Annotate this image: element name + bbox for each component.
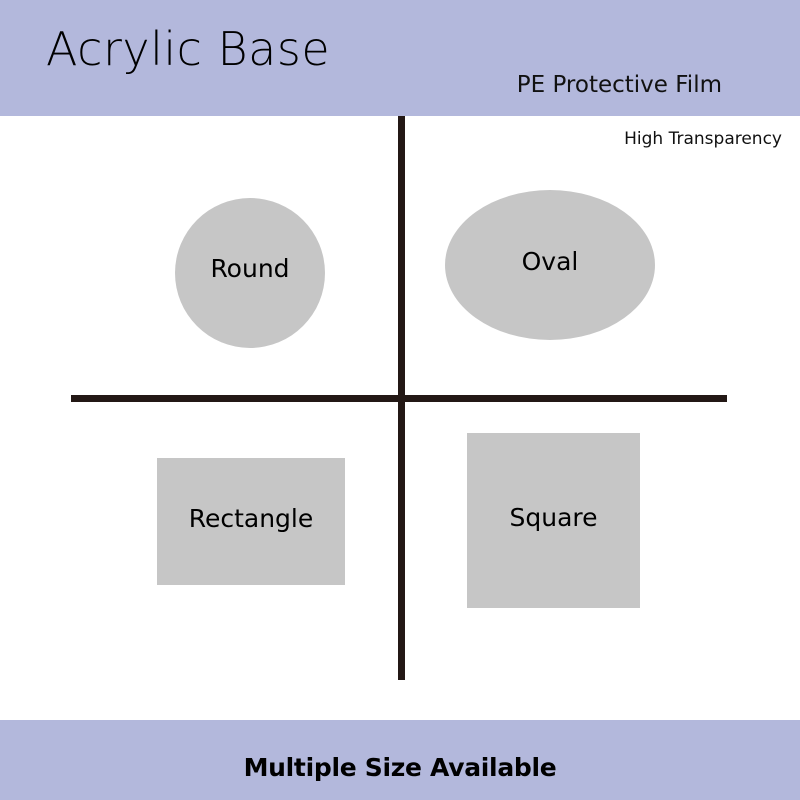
top-banner	[0, 0, 800, 116]
subtitle-pe-protective-film: PE Protective Film	[516, 72, 722, 98]
shape-rectangle: Rectangle	[157, 458, 345, 585]
tagline-high-transparency: High Transparency	[624, 129, 782, 149]
bottom-banner	[0, 720, 800, 800]
shape-round: Round	[175, 198, 325, 348]
shape-square: Square	[467, 433, 640, 608]
divider-horizontal	[71, 395, 727, 402]
page-title: Acrylic Base	[46, 22, 331, 76]
footer-caption: Multiple Size Available	[243, 753, 557, 782]
shape-label-square: Square	[509, 503, 598, 532]
shape-label-oval: Oval	[521, 246, 579, 276]
shape-oval: Oval	[445, 190, 655, 340]
shape-label-rectangle: Rectangle	[188, 504, 314, 533]
shape-label-round: Round	[210, 253, 290, 283]
